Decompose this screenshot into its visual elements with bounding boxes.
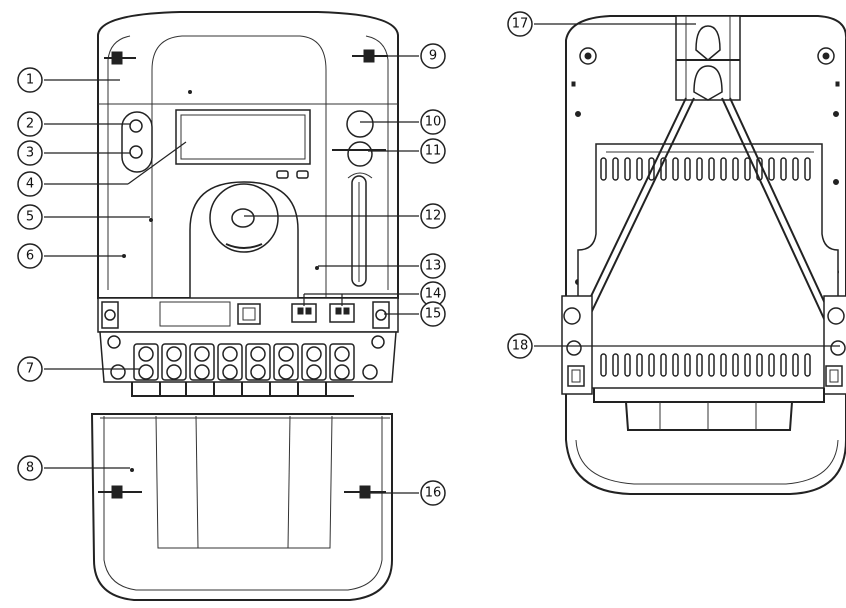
terminal-screws xyxy=(133,343,355,381)
optical-port-lens xyxy=(231,208,255,228)
callout-label-15: 15 xyxy=(425,307,442,322)
indicator-right xyxy=(296,170,309,179)
hanger-keyhole-upper xyxy=(695,25,721,61)
callout-label-1: 1 xyxy=(26,73,34,88)
term-aux-port xyxy=(237,303,261,325)
term-mount-left xyxy=(110,364,126,380)
callout-label-2: 2 xyxy=(26,117,34,132)
callout-label-17: 17 xyxy=(512,17,529,32)
callout-label-8: 8 xyxy=(26,461,34,476)
hanger-bracket xyxy=(675,15,741,101)
vent-slots-lower xyxy=(600,353,811,377)
term-mount-right xyxy=(362,364,378,380)
callout-label-16: 16 xyxy=(425,486,442,501)
callout-label-11: 11 xyxy=(425,144,442,159)
led-lower xyxy=(129,145,143,159)
hanger-keyhole-lower xyxy=(693,65,723,101)
left-inner-edge xyxy=(107,35,131,290)
callout-label-13: 13 xyxy=(425,259,442,274)
callout-7: 7 xyxy=(17,356,43,382)
callout-3: 3 xyxy=(17,140,43,166)
indicator-left xyxy=(276,170,289,179)
button-upper xyxy=(346,110,374,138)
button-lower xyxy=(347,141,373,167)
callout-15: 15 xyxy=(420,301,446,327)
rear-terminal-shadow xyxy=(593,388,825,431)
terminal-cover xyxy=(90,413,393,601)
lcd-display-inner xyxy=(180,114,306,160)
callout-4: 4 xyxy=(17,171,43,197)
term-aux-a xyxy=(291,303,317,323)
terminal-teeth xyxy=(131,382,354,397)
callout-label-4: 4 xyxy=(26,177,34,192)
meter-rear-view xyxy=(561,15,846,495)
callout-label-6: 6 xyxy=(26,249,34,264)
callout-label-14: 14 xyxy=(425,287,442,302)
callout-2: 2 xyxy=(17,111,43,137)
callout-6: 6 xyxy=(17,243,43,269)
rear-mount-left xyxy=(561,295,593,395)
callout-label-9: 9 xyxy=(429,49,437,64)
callout-11: 11 xyxy=(420,138,446,164)
leader-lines xyxy=(44,23,840,494)
callout-12: 12 xyxy=(420,203,446,229)
cover-seal-left xyxy=(98,485,142,499)
callout-label-5: 5 xyxy=(26,210,34,225)
rear-body-outline xyxy=(565,15,846,495)
inner-window-panel xyxy=(151,35,327,298)
term-aux-b xyxy=(329,303,355,323)
callout-1: 1 xyxy=(17,67,43,93)
terminal-cover-outline xyxy=(90,413,393,601)
callout-13: 13 xyxy=(420,253,446,279)
cover-seal-right xyxy=(344,485,386,499)
led-upper xyxy=(129,119,143,133)
callout-label-7: 7 xyxy=(26,362,34,377)
optical-port-latch xyxy=(225,243,263,249)
right-inner-edge xyxy=(365,35,389,290)
slot-arc xyxy=(347,172,373,179)
callout-10: 10 xyxy=(420,109,446,135)
lcd-display-outer xyxy=(175,109,311,165)
seal-screw-left xyxy=(104,51,136,65)
rear-mount-right xyxy=(823,295,846,395)
callout-17: 17 xyxy=(507,11,533,37)
callout-label-10: 10 xyxy=(425,115,442,130)
callout-label-12: 12 xyxy=(425,209,442,224)
callout-9: 9 xyxy=(420,43,446,69)
callout-14: 14 xyxy=(420,281,446,307)
callout-5: 5 xyxy=(17,204,43,230)
callout-label-18: 18 xyxy=(512,339,529,354)
callout-label-3: 3 xyxy=(26,146,34,161)
callout-18: 18 xyxy=(507,333,533,359)
meter-body-outline xyxy=(97,11,399,299)
callout-8: 8 xyxy=(17,455,43,481)
vent-slots-upper xyxy=(600,157,811,181)
callout-16: 16 xyxy=(420,480,446,506)
meter-front-view xyxy=(97,11,399,397)
